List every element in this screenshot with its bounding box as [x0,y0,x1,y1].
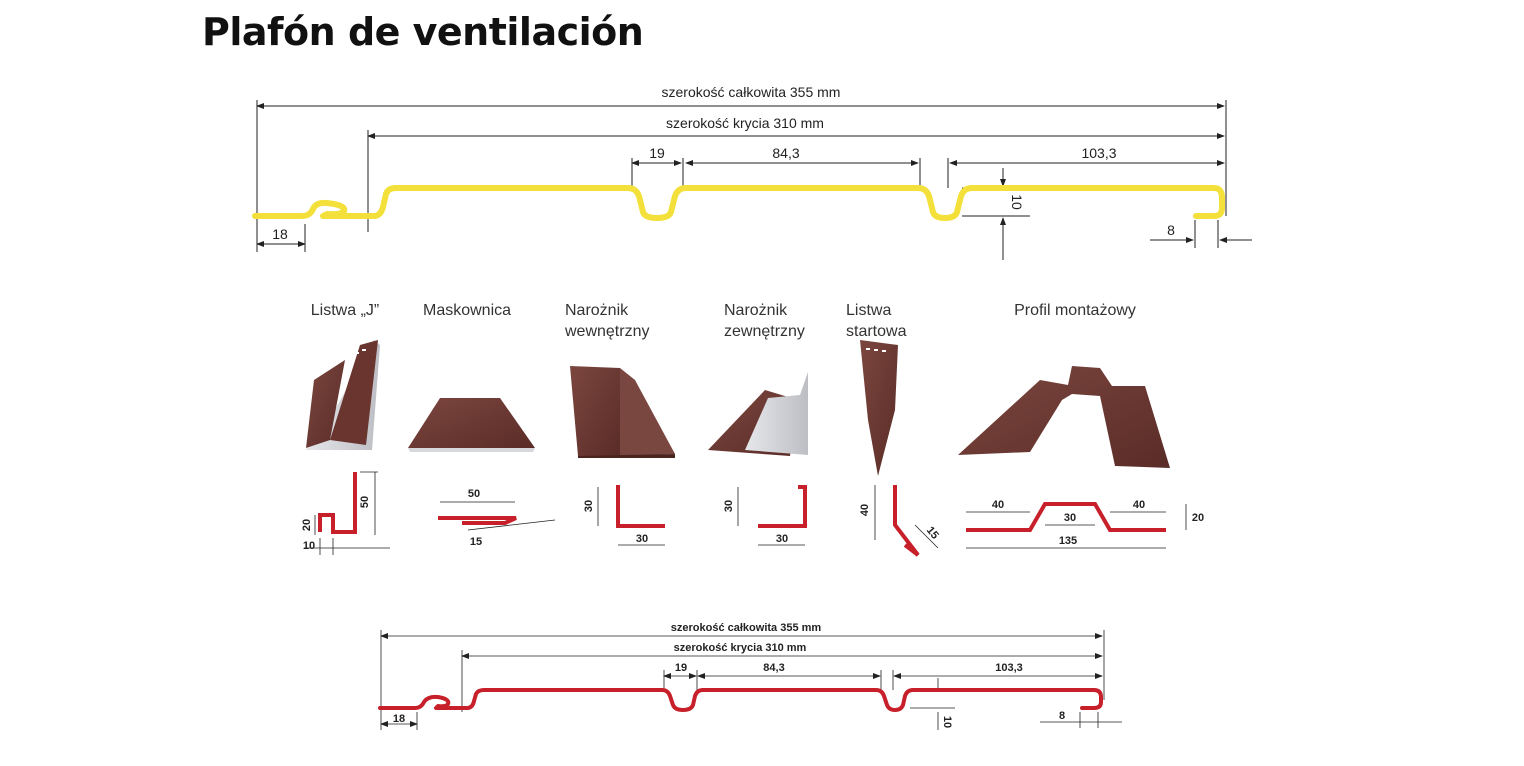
bottom-profile-section: szerokość całkowita 355 mm szerokość kry… [378,622,1122,730]
outer-corner-image [708,372,808,456]
bottom-dim-19: 19 [675,662,687,674]
inner-corner-section: 30 30 [583,485,665,546]
outer-corner-section: 30 30 [723,485,807,546]
accessory-label-starter: Listwa [846,302,891,319]
accessory-label-j-trim: Listwa „J” [311,302,379,319]
inner-corner-image [570,366,675,458]
outer-corner-dim-30-v: 30 [723,500,735,512]
accessory-sections: 50 20 10 50 15 30 30 [301,471,1204,557]
accessory-label-outer-corner: Narożnik [724,302,788,319]
accessory-label-mounting-profile: Profil montażowy [1014,302,1136,319]
top-total-width-label: szerokość całkowita 355 mm [662,84,841,100]
bottom-dim-10: 10 [941,716,953,728]
top-dim-10: 10 [1009,194,1025,210]
starter-strip-image [860,340,898,476]
j-trim-dim-50: 50 [359,496,371,508]
top-dim-19: 19 [649,145,665,161]
starter-dim-15: 15 [924,525,941,542]
bottom-dim-103: 103,3 [995,662,1023,674]
mounting-profile-image [958,366,1170,468]
top-dim-8: 8 [1167,222,1175,238]
accessory-labels: Listwa „J” Maskownica Narożnik wewnętrzn… [311,302,1136,340]
bottom-dim-8: 8 [1059,710,1065,722]
top-yellow-profile [252,185,1225,221]
mounting-dim-30: 30 [1064,512,1076,524]
bottom-cover-width-label: szerokość krycia 310 mm [674,642,807,654]
outer-corner-dim-30-h: 30 [776,533,788,545]
inner-corner-dim-30-h: 30 [636,533,648,545]
mask-dim-50: 50 [468,488,480,500]
starter-dim-40: 40 [859,504,871,516]
j-trim-dim-20: 20 [301,519,313,531]
bottom-red-profile [378,688,1103,712]
inner-corner-dim-30-v: 30 [583,500,595,512]
mask-trim-image [408,398,535,452]
mounting-dim-135: 135 [1059,535,1077,547]
j-trim-image [305,340,380,450]
starter-strip-section: 40 15 [859,485,941,557]
mounting-dim-40-left: 40 [992,499,1004,511]
accessory-label-starter-2: startowa [846,323,907,340]
mounting-dim-40-right: 40 [1133,499,1145,511]
accessory-label-mask: Maskownica [423,302,511,319]
top-profile-section: szerokość całkowita 355 mm szerokość kry… [252,84,1252,260]
mounting-profile-section: 40 30 40 20 135 [966,499,1204,549]
mounting-dim-20: 20 [1192,512,1204,524]
top-dim-18: 18 [272,226,288,242]
bottom-total-width-label: szerokość całkowita 355 mm [671,622,822,634]
accessory-label-inner-corner: Narożnik [565,302,629,319]
top-dim-84: 84,3 [772,145,799,161]
bottom-dim-18: 18 [393,713,405,725]
top-dim-103: 103,3 [1081,145,1116,161]
mask-trim-section: 50 15 [438,488,556,548]
j-trim-dim-10: 10 [303,540,315,552]
bottom-dimension-lines [380,630,1122,730]
j-trim-section: 50 20 10 [301,471,390,555]
mask-dim-15: 15 [470,536,482,548]
accessory-label-inner-corner-2: wewnętrzny [564,323,649,340]
accessory-label-outer-corner-2: zewnętrzny [724,323,805,340]
page-title: Plafón de ventilación [202,10,644,54]
accessory-images [305,340,1170,476]
bottom-dim-84: 84,3 [763,662,784,674]
top-cover-width-label: szerokość krycia 310 mm [666,115,824,131]
